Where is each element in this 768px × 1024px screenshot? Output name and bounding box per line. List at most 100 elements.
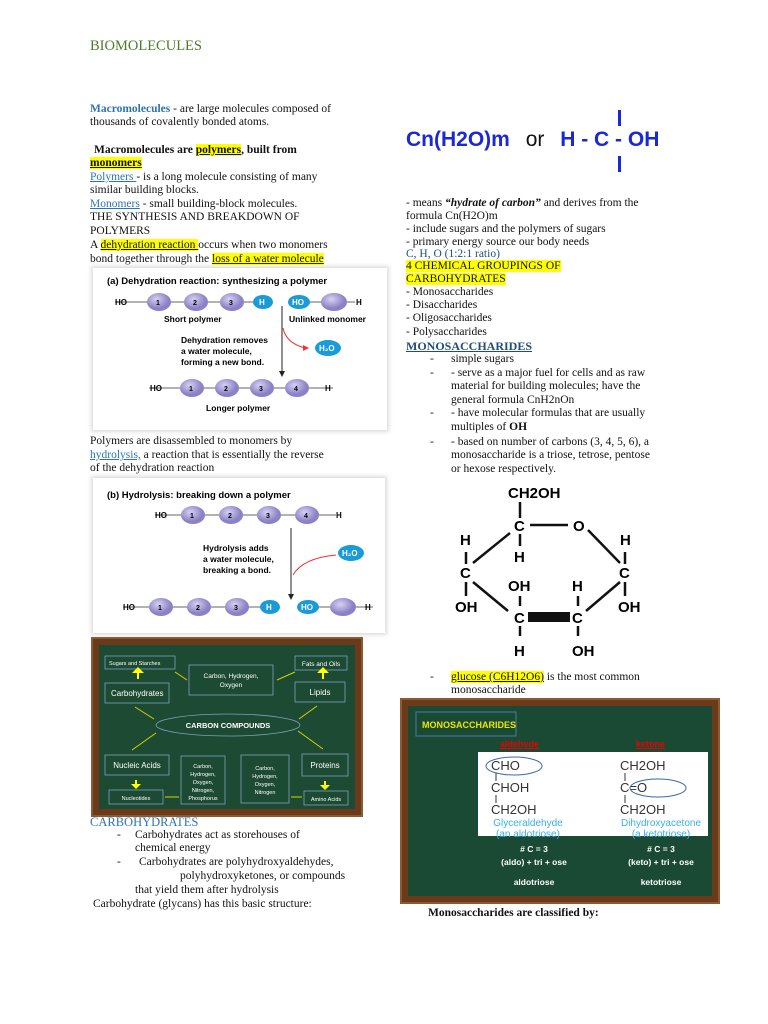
chonp-list: Carbon, Hydrogen, Oxygen, Nitrogen, Phos…: [188, 764, 218, 802]
monosaccharides-heading: MONOSACCHARIDES: [406, 339, 533, 353]
macromolecules-def: Macromolecules - are large molecules com…: [90, 103, 331, 116]
text: , built from: [241, 144, 297, 156]
text: similar building blocks.: [90, 184, 199, 196]
section-heading: POLYMERS: [90, 225, 151, 237]
general-formula: Cn(H2O)m: [406, 128, 510, 151]
term-macromolecules: Macromolecules: [90, 103, 171, 115]
monomer: [225, 598, 249, 616]
monomer: [149, 598, 173, 616]
label: Nitrogen: [255, 790, 276, 796]
label-proteins: Proteins: [310, 761, 339, 770]
monomer: [330, 598, 356, 616]
label: H: [365, 603, 371, 612]
label: 2: [196, 605, 200, 612]
label-carbohydrates: Carbohydrates: [111, 689, 163, 698]
glucose-ring-structure: CH2OH C O H H C OH H C OH OH H C C H OH: [455, 485, 641, 660]
label: forming a new bond.: [181, 357, 264, 367]
atom-label: O: [573, 518, 585, 535]
label: 2: [224, 386, 228, 393]
monomer: [295, 506, 319, 524]
link-monomers[interactable]: Monomers: [90, 198, 140, 210]
label: Hydrogen,: [190, 772, 216, 778]
figure-title: (a) Dehydration reaction: synthesizing a…: [107, 276, 327, 287]
monomer: [180, 379, 204, 397]
text: monosaccharide: [451, 684, 526, 696]
carbon-count: # C = 3: [647, 844, 675, 854]
text: bond together through the: [90, 253, 213, 265]
label: (aldo) + tri + ose: [501, 857, 567, 867]
list-item: monosaccharide is a triose, tetrose, pen…: [451, 449, 650, 461]
label: Oxygen,: [255, 782, 276, 788]
text: Macromolecules are: [94, 144, 196, 156]
monomer: [181, 506, 205, 524]
list-item: Carbohydrates act as storehouses of: [135, 829, 300, 841]
monomer: [219, 506, 243, 524]
list-item: multiples of: [451, 421, 510, 433]
label: 1: [189, 386, 193, 393]
polymers-def: Polymers - is a long molecule consisting…: [90, 171, 317, 184]
label: 2: [193, 300, 197, 307]
bullet: -: [117, 829, 121, 841]
list-item: material for building molecules; have th…: [451, 380, 641, 392]
monomer: [215, 379, 239, 397]
label: a water molecule,: [203, 554, 274, 564]
hydrolysis-diagram: (b) Hydrolysis: breaking down a polymer …: [107, 490, 373, 616]
list-item: simple sugars: [451, 353, 514, 365]
atom-label: C: [572, 610, 583, 627]
carbon-compounds-diagram: Sugars and Starches Carbohydrates Carbon…: [104, 655, 349, 806]
section-heading: THE SYNTHESIS AND BREAKDOWN OF: [90, 211, 300, 223]
atom-label: H: [460, 532, 471, 549]
highlight-groupings: CARBOHYDRATES: [406, 273, 506, 285]
monomer: [147, 293, 171, 311]
atom-label: OH: [572, 643, 595, 660]
highlight-polymers: polymers: [195, 144, 242, 156]
monomer: [285, 379, 309, 397]
label-sugars-starches: Sugars and Starches: [109, 661, 161, 667]
list-item: polyhydroxyketones, or compounds: [180, 870, 346, 882]
label: 1: [158, 605, 162, 612]
label: HO: [292, 298, 304, 307]
atom-label: OH: [618, 599, 641, 616]
text: A: [90, 239, 101, 251]
list-item: chemical energy: [135, 842, 211, 854]
atom-label: C: [619, 565, 630, 582]
label: H: [266, 603, 272, 612]
label: Unlinked monomer: [289, 314, 367, 324]
label: Longer polymer: [206, 403, 271, 413]
highlight-water-loss: loss of a water molecule: [212, 253, 324, 265]
figure-title: (b) Hydrolysis: breaking down a polymer: [107, 490, 291, 501]
bullet: -: [430, 671, 434, 683]
label-carbon-compounds: CARBON COMPOUNDS: [186, 721, 271, 730]
carbon-compounds-board: Sugars and Starches Carbohydrates Carbon…: [91, 637, 363, 817]
atom-label: C: [514, 610, 525, 627]
text: formula Cn(H2O)m: [406, 210, 498, 222]
label: HO: [123, 603, 135, 612]
monosaccharides-board: MONOSACCHARIDES aldehyde ketone CHO CHOH…: [400, 698, 720, 904]
label: 1: [190, 513, 194, 520]
carbohydrate-formula: Cn(H2O)m or H - C - OH: [406, 128, 659, 152]
label: (a ketotriose): [632, 829, 690, 840]
dihydroxyacetone-label: Dihydroxyacetone: [621, 818, 701, 829]
bond-line: [618, 156, 621, 172]
atom-label: H: [620, 532, 631, 549]
link-hydrolysis[interactable]: hydrolysis,: [90, 449, 141, 461]
formula-line: CH2OH: [620, 758, 666, 773]
highlight-groupings: 4 CHEMICAL GROUPINGS OF: [406, 260, 561, 272]
monomer: [257, 506, 281, 524]
text: and derives from the: [540, 197, 639, 209]
label-ketone: ketone: [636, 739, 665, 749]
bullet: -: [430, 407, 434, 419]
label: Phosphorus: [188, 796, 218, 802]
highlight-monomers: monomers: [90, 157, 142, 169]
monomer: [321, 293, 347, 311]
text: thousands of covalently bonded atoms.: [90, 116, 270, 128]
label: HO: [115, 298, 127, 307]
link-polymers[interactable]: Polymers: [90, 171, 137, 183]
label: HO: [301, 603, 313, 612]
atom-label: H: [514, 549, 525, 566]
formula-line: CH2OH: [491, 802, 537, 817]
label: Carbon,: [193, 764, 213, 770]
label: HO: [155, 511, 167, 520]
formula-line: CH2OH: [620, 802, 666, 817]
